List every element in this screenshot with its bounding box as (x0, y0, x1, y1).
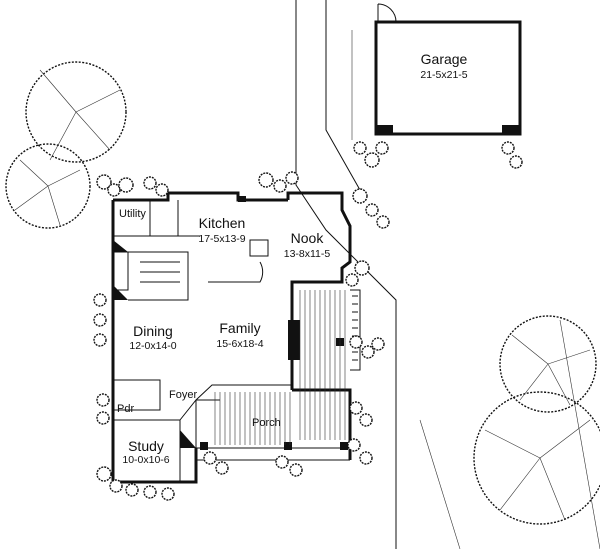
utility-label: Utility (119, 208, 146, 220)
foyer-label: Foyer (169, 389, 197, 401)
garage-dims: 21-5x21-5 (420, 69, 467, 81)
house-walls (111, 191, 361, 484)
kitchen-dims: 17-5x13-9 (198, 233, 245, 245)
family-dims: 15-6x18-4 (216, 338, 263, 350)
garage: Garage 21-5x21-5 (374, 3, 522, 136)
family-name: Family (219, 320, 260, 336)
powder-label: Pdr (117, 403, 134, 415)
shrubs (93, 141, 523, 501)
study-name: Study (128, 438, 164, 454)
trees (5, 61, 600, 525)
porch-label: Porch (252, 417, 281, 429)
nook-name: Nook (291, 230, 325, 246)
kitchen-name: Kitchen (199, 215, 246, 231)
porch-floor (214, 290, 346, 445)
room-labels: Utility Kitchen 17-5x13-9 Nook 13-8x11-5… (117, 208, 330, 466)
dining-name: Dining (133, 323, 173, 339)
study-dims: 10-0x10-6 (122, 454, 169, 466)
garage-name: Garage (421, 51, 468, 67)
nook-dims: 13-8x11-5 (284, 248, 331, 260)
driveway (295, 0, 600, 549)
dining-dims: 12-0x14-0 (129, 340, 176, 352)
